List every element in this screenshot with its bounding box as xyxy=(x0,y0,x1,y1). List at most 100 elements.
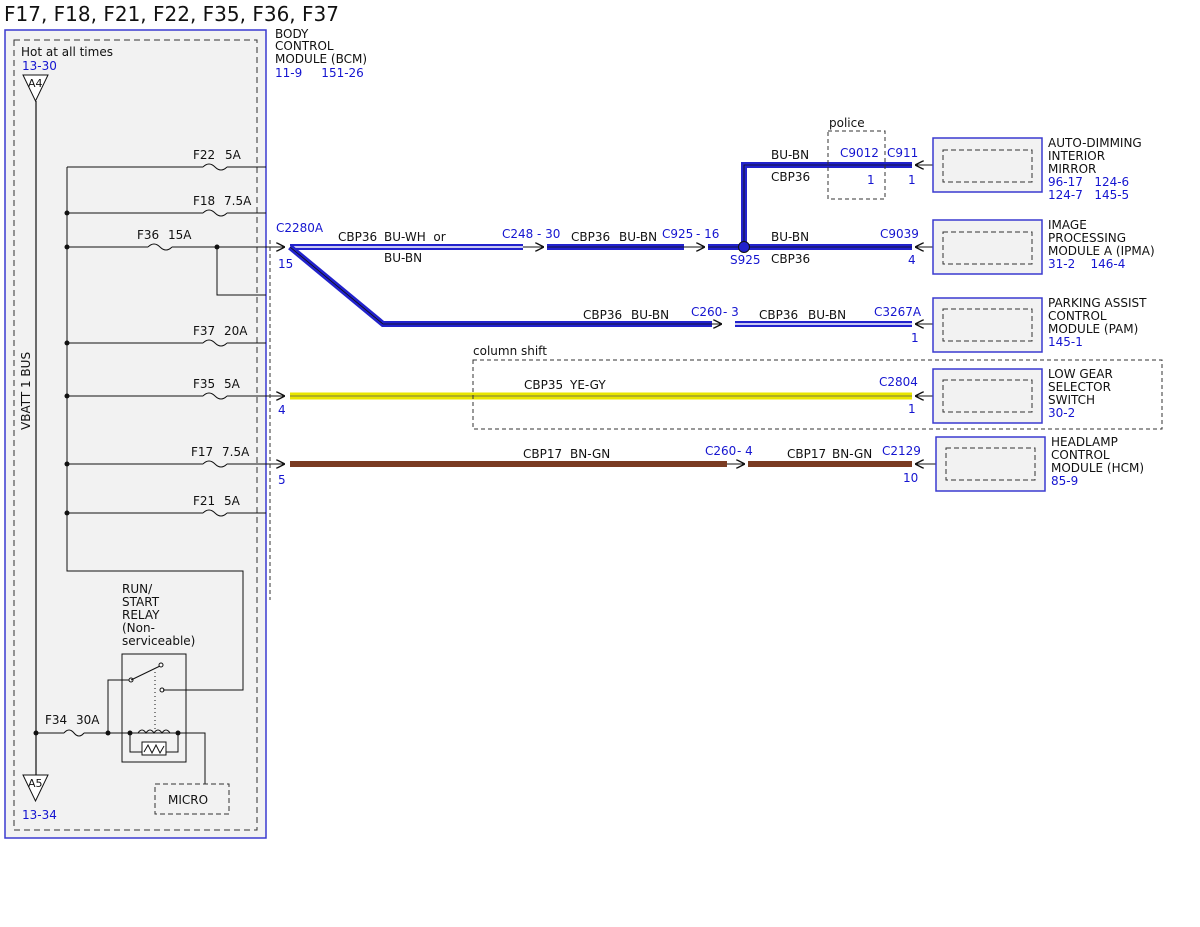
lgs-name-3: SWITCH xyxy=(1048,393,1095,407)
hcm-circuit2-label: CBP17 xyxy=(787,447,826,461)
fuse-f34-rating: 30A xyxy=(76,713,100,727)
fuse-f18-rating: 7.5A xyxy=(224,194,252,208)
micro-box xyxy=(154,783,230,815)
relay-label-5: serviceable) xyxy=(122,634,195,648)
bcm-name-line-3: MODULE (BCM) xyxy=(275,52,367,66)
fuse-f36-rating: 15A xyxy=(168,228,192,242)
splice-s925 xyxy=(738,241,750,253)
c925-label: C925 xyxy=(662,227,693,241)
hcm-refs: 85-9 xyxy=(1051,474,1078,488)
mirror-circuit-label: CBP36 xyxy=(771,170,810,184)
fuse-f35-rating: 5A xyxy=(224,377,241,391)
fuse-f37-rating: 20A xyxy=(224,324,248,338)
c248-label: C248 xyxy=(502,227,533,241)
ipma-name-3: MODULE A (IPMA) xyxy=(1048,244,1155,258)
c260b-pin: - 4 xyxy=(737,444,753,458)
pam-color2-label: BU-BN xyxy=(808,308,846,322)
c9039-pin: 4 xyxy=(908,253,916,267)
fuse-f34 xyxy=(63,729,85,737)
mirror-name-1: AUTO-DIMMING xyxy=(1048,136,1142,150)
c911-label: C911 xyxy=(887,146,918,160)
c260a-label: C260 xyxy=(691,305,722,319)
fuse-f18 xyxy=(202,209,228,217)
police-option-box xyxy=(827,130,886,200)
hcm-name-2: CONTROL xyxy=(1051,448,1110,462)
c2280a-label: C2280A xyxy=(276,221,324,235)
seg2-circuit-label: CBP36 xyxy=(571,230,610,244)
fuse-f17 xyxy=(202,460,228,468)
module-ipma: IMAGE PROCESSING MODULE A (IPMA) 31-2 14… xyxy=(932,218,1155,275)
relay-label-2: START xyxy=(122,595,160,609)
c911-pin: 1 xyxy=(908,173,916,187)
pin-a5-triangle xyxy=(22,774,49,803)
wire-cbp36-to-pam xyxy=(288,244,712,327)
seg2-color-label: BU-BN xyxy=(619,230,657,244)
police-label: police xyxy=(829,116,865,130)
ipma-name-1: IMAGE xyxy=(1048,218,1087,232)
main-color-a: BU-WH or xyxy=(384,230,446,244)
ipma-refs: 31-2 146-4 xyxy=(1048,257,1125,271)
ipma-color-label: BU-BN xyxy=(771,230,809,244)
ipma-circuit-label: CBP36 xyxy=(771,252,810,266)
relay-label-3: RELAY xyxy=(122,608,160,622)
fuse-f21-rating: 5A xyxy=(224,494,241,508)
s925-label: S925 xyxy=(730,253,761,267)
relay-label-4: (Non- xyxy=(122,621,155,635)
c2129-label: C2129 xyxy=(882,444,921,458)
relay-label-1: RUN/ xyxy=(122,582,153,596)
hcm-name-1: HEADLAMP xyxy=(1051,435,1118,449)
fuse-f37 xyxy=(202,339,228,347)
column-shift-option-box xyxy=(472,359,1163,430)
pam-circuit2-label: CBP36 xyxy=(759,308,798,322)
pam-circuit1-label: CBP36 xyxy=(583,308,622,322)
fuse-f22-rating: 5A xyxy=(225,148,242,162)
fuse-f35 xyxy=(202,392,228,400)
bcm-module: BODY CONTROL MODULE (BCM) 11-9 151-26 Ho… xyxy=(4,27,367,839)
bcm-top-ref: 13-30 xyxy=(22,59,57,73)
main-circuit-label: CBP36 xyxy=(338,230,377,244)
bcm-bottom-ref: 13-34 xyxy=(22,808,57,822)
fuse-f37-name: F37 xyxy=(193,324,215,338)
c2129-pin: 10 xyxy=(903,471,918,485)
mirror-name-2: INTERIOR xyxy=(1048,149,1105,163)
bcm-refs: 11-9 151-26 xyxy=(275,66,364,80)
c925-pin: - 16 xyxy=(696,227,719,241)
run-start-relay xyxy=(121,653,187,763)
mirror-color-label: BU-BN xyxy=(771,148,809,162)
pam-name-1: PARKING ASSIST xyxy=(1048,296,1147,310)
module-mirror: AUTO-DIMMING INTERIOR MIRROR 96-17 124-6… xyxy=(932,136,1142,202)
wire-cbp36-to-mirror xyxy=(741,162,912,247)
module-pam: PARKING ASSIST CONTROL MODULE (PAM) 145-… xyxy=(932,296,1147,353)
lgs-name-1: LOW GEAR xyxy=(1048,367,1113,381)
fuse-f17-name: F17 xyxy=(191,445,213,459)
mirror-refs-2: 124-7 145-5 xyxy=(1048,188,1129,202)
fuse-f35-name: F35 xyxy=(193,377,215,391)
pin-a4-label: A4 xyxy=(28,77,43,90)
c9039-label: C9039 xyxy=(880,227,919,241)
diagram-title: F17, F18, F21, F22, F35, F36, F37 xyxy=(4,2,339,26)
module-hcm: HEADLAMP CONTROL MODULE (HCM) 85-9 xyxy=(935,435,1144,492)
micro-label: MICRO xyxy=(168,793,208,807)
pin-a5-label: A5 xyxy=(28,777,43,790)
fuse-f21 xyxy=(202,509,228,517)
fuse-f22 xyxy=(202,163,228,171)
ipma-name-2: PROCESSING xyxy=(1048,231,1126,245)
pin-a4-triangle xyxy=(22,74,49,103)
bcm-name-line-2: CONTROL xyxy=(275,39,334,53)
hcm-color1-label: BN-GN xyxy=(570,447,610,461)
hcm-circuit1-label: CBP17 xyxy=(523,447,562,461)
module-low-gear-selector: LOW GEAR SELECTOR SWITCH 30-2 xyxy=(932,367,1113,424)
c2280a-pin-4: 4 xyxy=(278,403,286,417)
c3267a-label: C3267A xyxy=(874,305,922,319)
mirror-refs-1: 96-17 124-6 xyxy=(1048,175,1129,189)
fuse-f34-name: F34 xyxy=(45,713,67,727)
c3267a-pin: 1 xyxy=(911,331,919,345)
main-color-b: BU-BN xyxy=(384,251,422,265)
pam-name-2: CONTROL xyxy=(1048,309,1107,323)
c260b-label: C260 xyxy=(705,444,736,458)
fuse-f18-name: F18 xyxy=(193,194,215,208)
fuse-f36 xyxy=(147,243,173,251)
fuse-rows: F22 5A F18 7.5A F36 15A F37 20A F35 5A xyxy=(64,148,285,517)
hcm-name-3: MODULE (HCM) xyxy=(1051,461,1144,475)
